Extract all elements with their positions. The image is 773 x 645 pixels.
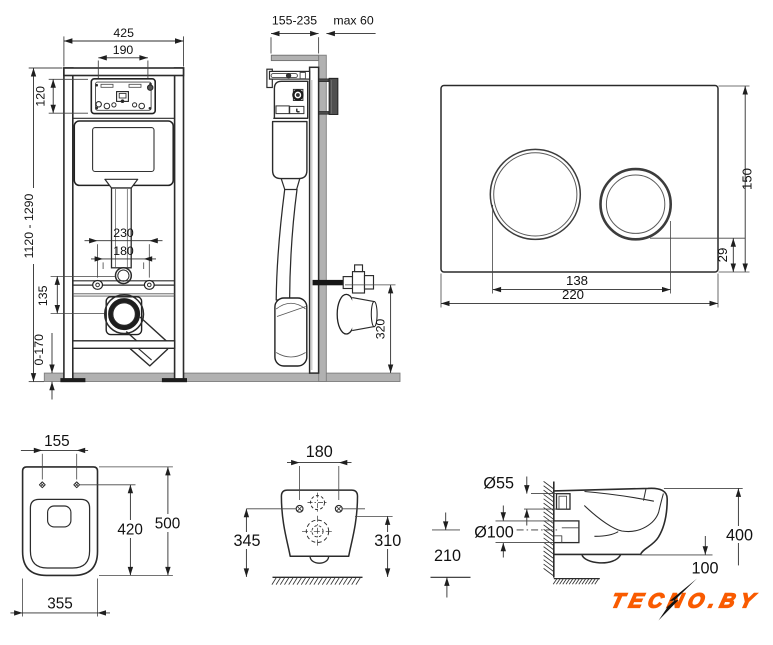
- svg-text:29: 29: [715, 248, 730, 263]
- svg-text:100: 100: [691, 560, 718, 578]
- svg-text:220: 220: [562, 287, 584, 302]
- svg-text:320: 320: [373, 319, 387, 340]
- svg-text:210: 210: [434, 547, 461, 565]
- svg-text:120: 120: [34, 86, 48, 107]
- svg-text:230: 230: [113, 226, 134, 240]
- svg-text:135: 135: [36, 285, 50, 306]
- svg-text:TECNO.BY: TECNO.BY: [609, 590, 762, 613]
- svg-text:1120 - 1290: 1120 - 1290: [22, 193, 36, 258]
- svg-text:0-170: 0-170: [32, 334, 46, 366]
- svg-text:180: 180: [113, 244, 134, 258]
- svg-text:150: 150: [740, 168, 755, 190]
- svg-text:180: 180: [306, 443, 333, 461]
- svg-text:310: 310: [374, 532, 401, 550]
- svg-text:138: 138: [566, 273, 588, 288]
- svg-text:Ø55: Ø55: [483, 474, 514, 492]
- svg-text:345: 345: [233, 532, 260, 550]
- svg-text:420: 420: [117, 522, 143, 539]
- svg-text:Ø100: Ø100: [474, 523, 514, 541]
- svg-text:190: 190: [113, 43, 134, 57]
- svg-text:max 60: max 60: [333, 14, 373, 28]
- svg-text:355: 355: [47, 596, 73, 613]
- svg-text:155-235: 155-235: [272, 14, 317, 28]
- svg-text:400: 400: [726, 527, 753, 545]
- svg-text:500: 500: [155, 516, 181, 533]
- svg-text:425: 425: [113, 26, 134, 40]
- svg-text:155: 155: [44, 433, 70, 450]
